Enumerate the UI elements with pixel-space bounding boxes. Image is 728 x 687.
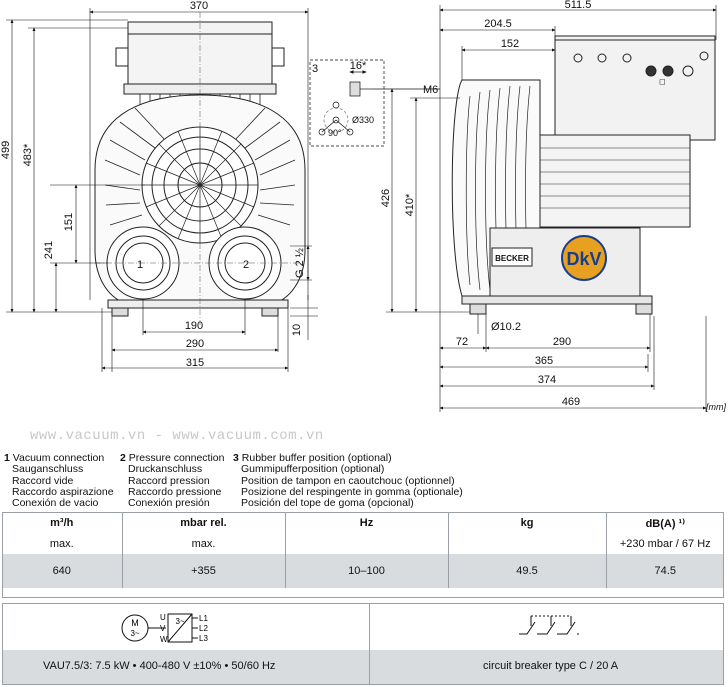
circuit-breaker-symbol [519, 615, 579, 635]
legend-line: Rubber buffer position (optional) [241, 452, 392, 464]
dim-16: 16* [350, 60, 367, 72]
header-weight: kg [448, 512, 607, 534]
thread-m6: M6 [423, 84, 438, 96]
brand-label: BECKER [495, 254, 529, 263]
dim-511: 511.5 [565, 0, 592, 11]
specs-value-row: 640 +355 10–100 49.5 74.5 [2, 554, 724, 588]
motor-m: M [131, 618, 139, 628]
legend-vacuum: 1 Vacuum connection Sauganschluss Raccor… [4, 452, 114, 510]
detail-rubber-buffer [309, 59, 440, 147]
subheader-pressure: max. [122, 534, 286, 554]
dim-410: 410* [404, 193, 416, 216]
legend-line: Posizione del respingente in gomma (opti… [241, 485, 463, 498]
value-noise: 74.5 [606, 554, 724, 588]
header-pressure: mbar rel. [122, 512, 286, 534]
legend-pressure: 2 Pressure connection Druckanschluss Rac… [120, 452, 225, 510]
dim-426: 426 [380, 189, 392, 207]
electrical-band [3, 650, 723, 684]
dim-10: 10 [291, 324, 303, 336]
phase-l2: L2 [199, 624, 208, 633]
dim-290-side: 290 [553, 336, 571, 348]
legend-line: Conexión de vacio [12, 497, 99, 510]
header-frequency: Hz [285, 512, 449, 534]
legend-line: Position de tampon en caoutchouc (option… [241, 474, 455, 487]
legend-line: Conexión presión [128, 497, 210, 510]
motor-wiring-diagram: M 3~ U V W 3~ L1 L2 L3 [121, 613, 208, 644]
legend-line: Gummipufferposition (optional) [241, 463, 385, 476]
value-pressure: +355 [122, 554, 286, 588]
dim-hole: Ø10.2 [491, 321, 521, 333]
port-1-label: 1 [137, 259, 143, 271]
dim-d330: Ø330 [352, 115, 374, 125]
inverter-label: 3~ [175, 617, 184, 626]
phase-u: U [160, 613, 166, 622]
legend-num: 2 [120, 452, 126, 464]
specs-header-row: m³/h mbar rel. Hz kg dB(A) ¹⁾ [2, 512, 724, 534]
legend-line: Raccordo pressione [128, 485, 222, 498]
legend-line: Sauganschluss [12, 463, 84, 476]
dim-241: 241 [43, 241, 55, 259]
motor-spec-text: VAU7.5/3: 7.5 kW • 400-480 V ±10% • 50/6… [43, 660, 276, 672]
legend-line: Raccord pression [128, 474, 210, 487]
legend-num: 1 [4, 452, 10, 464]
dim-370: 370 [190, 0, 208, 12]
phase-w: W [160, 635, 168, 644]
dim-469: 469 [562, 396, 580, 408]
value-flow: 640 [2, 554, 123, 588]
dkv-badge: DkV [561, 235, 607, 281]
dim-190: 190 [185, 320, 203, 332]
dim-290-front: 290 [186, 338, 204, 350]
motor-phase: 3~ [130, 629, 139, 638]
angle-90: 90° [328, 128, 342, 138]
subheader-flow: max. [2, 534, 123, 554]
legend-line: Vacuum connection [12, 452, 105, 464]
dim-204: 204.5 [484, 18, 512, 30]
technical-drawing: 1 2 370 499 483* 241 151 190 290 315 10 … [0, 0, 726, 412]
value-weight: 49.5 [448, 554, 607, 588]
dim-365: 365 [535, 355, 553, 367]
front-view [94, 12, 306, 325]
specs-subheader-row: max. max. +230 mbar / 67 Hz [2, 534, 724, 554]
phase-v: V [160, 624, 166, 633]
dim-151: 151 [63, 213, 75, 231]
specs-table: m³/h mbar rel. Hz kg dB(A) ¹⁾ max. max. … [2, 512, 724, 588]
subheader-weight [448, 534, 607, 554]
header-flow: m³/h [2, 512, 123, 534]
phase-l1: L1 [199, 614, 208, 623]
badge-text: DkV [566, 249, 601, 269]
dim-499: 499 [0, 141, 12, 159]
legend-line: Druckanschluss [128, 463, 203, 476]
dim-483: 483* [22, 143, 34, 166]
front-dimensions [6, 8, 318, 372]
phase-l3: L3 [199, 634, 208, 643]
electrical-panel: M 3~ U V W 3~ L1 L2 L3 VAU7.5/3: 7.5 kW … [2, 603, 724, 685]
dim-72: 72 [456, 336, 468, 348]
svg-text:◻: ◻ [659, 77, 666, 86]
legend-line: Raccordo aspirazione [12, 485, 114, 498]
header-noise: dB(A) ¹⁾ [645, 517, 685, 530]
subheader-frequency [285, 534, 449, 554]
legend-line: Posición del tope de goma (opcional) [241, 497, 414, 510]
breaker-text: circuit breaker type C / 20 A [483, 660, 619, 672]
detail-3-label: 3 [312, 63, 318, 75]
port-2-label: 2 [243, 259, 249, 271]
electrical-divider [369, 604, 370, 684]
legend-buffer: 3 Rubber buffer position (optional) Gumm… [233, 452, 463, 510]
subheader-noise: +230 mbar / 67 Hz [619, 538, 711, 550]
watermark: www.vacuum.vn - www.vacuum.com.vn [30, 428, 324, 444]
units-label: [mm] [705, 402, 726, 412]
dim-374: 374 [538, 374, 556, 386]
thread-g2: G 2 ½ [294, 248, 306, 278]
legend-line: Pressure connection [128, 452, 225, 464]
dim-315: 315 [186, 357, 204, 369]
legend-num: 3 [233, 452, 239, 464]
dim-152: 152 [501, 38, 519, 50]
side-dimensions [386, 5, 717, 412]
legend-line: Raccord vide [12, 474, 74, 487]
value-frequency: 10–100 [285, 554, 449, 588]
